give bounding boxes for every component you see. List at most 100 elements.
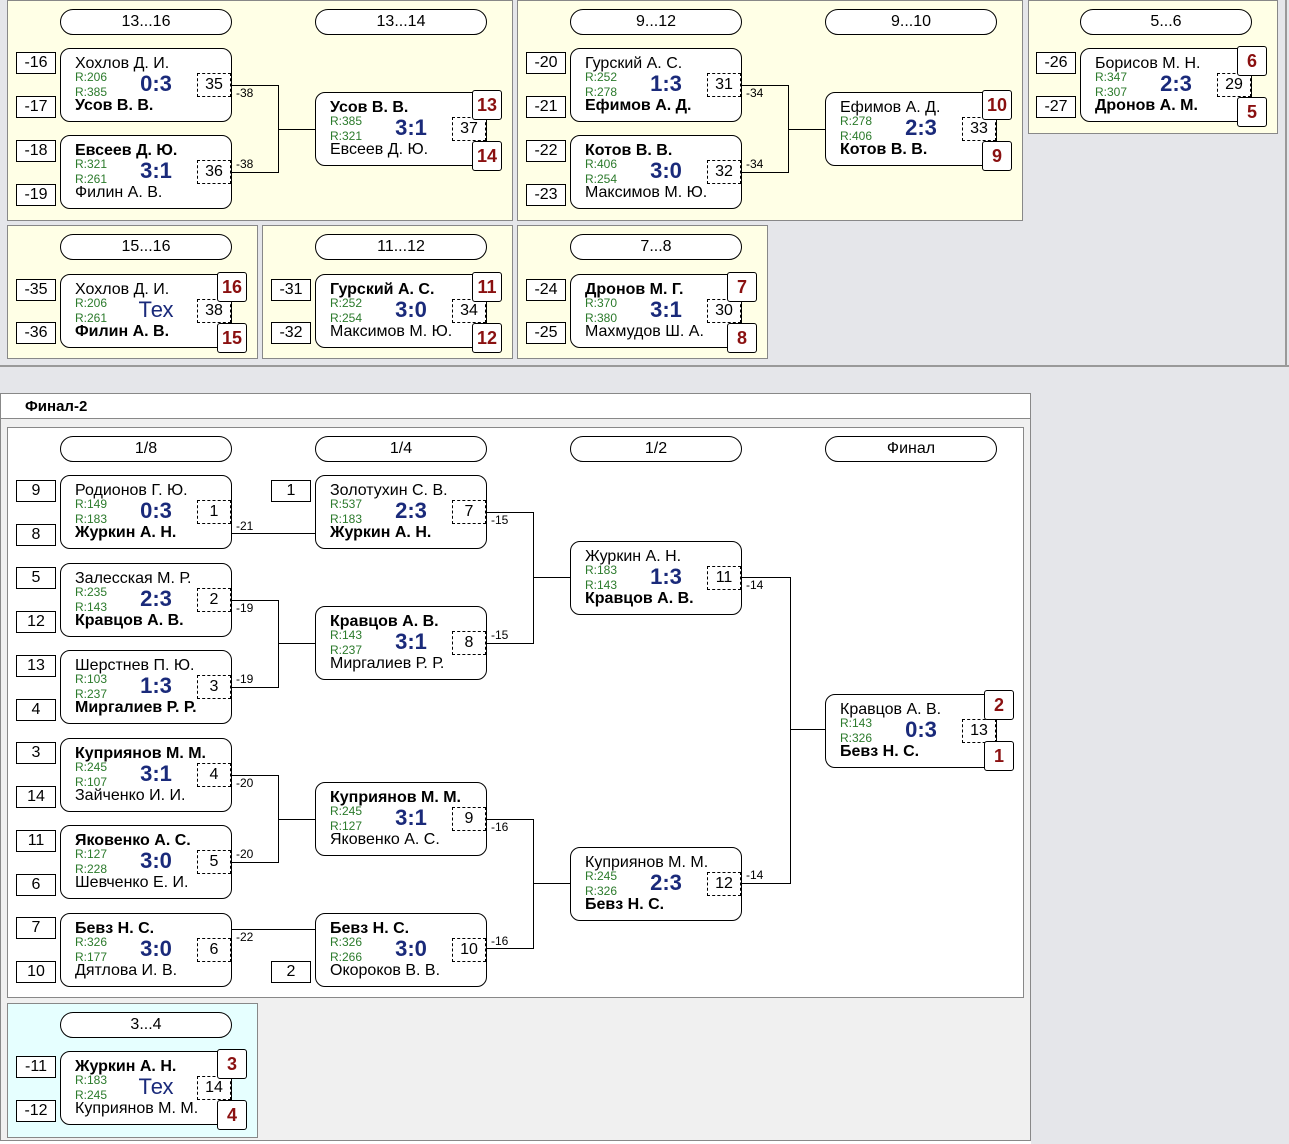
match-card[interactable]: Бевз Н. С. R:326 R:177 3:0 6 Дятлова И. … <box>60 913 232 987</box>
match-score: 3:1 <box>395 629 427 654</box>
match-card[interactable]: Золотухин С. В. R:537 R:183 2:3 7 Журкин… <box>315 475 487 549</box>
player-name: Филин А. В. <box>75 184 163 201</box>
player-rating: R:254 <box>585 172 618 186</box>
winner-name: Кравцов А. В. <box>75 612 184 629</box>
match-score: 2:3 <box>140 586 172 611</box>
match-card[interactable]: Гурский А. С. R:252 R:254 3:0 34 Максимо… <box>315 274 487 348</box>
match-card[interactable]: Кравцов А. В. R:143 R:326 0:3 13 Бевз Н.… <box>825 694 997 768</box>
match-number: 6 <box>197 938 231 962</box>
bottom-strip <box>0 1140 1031 1144</box>
player-rating: R:307 <box>1095 85 1128 99</box>
match-card[interactable]: Борисов М. Н. R:347 R:307 2:3 29 Дронов … <box>1080 48 1252 122</box>
player-rating: R:266 <box>330 950 363 964</box>
match-card[interactable]: Усов В. В. R:385 R:321 3:1 37 Евсеев Д. … <box>315 92 487 166</box>
match-card[interactable]: Журкин А. Н. R:183 R:143 1:3 11 Кравцов … <box>570 541 742 615</box>
feed-label: -14 <box>746 868 764 882</box>
match-card[interactable]: Куприянов М. М. R:245 R:127 3:1 9 Яковен… <box>315 782 487 856</box>
player-rating: R:235 <box>75 585 108 599</box>
match-card[interactable]: Залесская М. Р. R:235 R:143 2:3 2 Кравцо… <box>60 563 232 637</box>
match-number: 31 <box>707 73 741 97</box>
player-rating: R:237 <box>330 643 363 657</box>
player-name: Яковенко А. С. <box>330 831 440 848</box>
match-card[interactable]: Евсеев Д. Ю. R:321 R:261 3:1 36 Филин А.… <box>60 135 232 209</box>
winner-name: Котов В. В. <box>840 141 928 158</box>
player-rating: R:252 <box>330 296 363 310</box>
match-card[interactable]: Куприянов М. М. R:245 R:326 2:3 12 Бевз … <box>570 847 742 921</box>
player-name: Журкин А. Н. <box>585 548 682 565</box>
player-name: Хохлов Д. И. <box>75 55 170 72</box>
match-number: 7 <box>452 500 486 524</box>
match-card[interactable]: Ефимов А. Д. R:278 R:406 2:3 33 Котов В.… <box>825 92 997 166</box>
match-card[interactable]: Яковенко А. С. R:127 R:228 3:0 5 Шевченк… <box>60 825 232 899</box>
player-rating: R:537 <box>330 497 363 511</box>
match-card[interactable]: Шерстнев П. Ю. R:103 R:237 1:3 3 Миргали… <box>60 650 232 724</box>
match-card[interactable]: Хохлов Д. И. R:206 R:261 Тех 38 Филин А.… <box>60 274 232 348</box>
seed-box: -17 <box>16 96 56 118</box>
player-name: Гурский А. С. <box>585 55 683 72</box>
winner-name: Куприянов М. М. <box>75 745 206 762</box>
player-name: Максимов М. Ю. <box>330 323 453 340</box>
match-card[interactable]: Бевз Н. С. R:326 R:266 3:0 10 Окороков В… <box>315 913 487 987</box>
bracket-connector <box>742 883 790 884</box>
player-rating: R:385 <box>330 114 363 128</box>
winner-name: Ефимов А. Д. <box>585 97 692 114</box>
winner-name: Журкин А. Н. <box>75 524 177 541</box>
winner-name: Дронов А. М. <box>1095 97 1198 114</box>
match-card[interactable]: Гурский А. С. R:252 R:278 1:3 31 Ефимов … <box>570 48 742 122</box>
place-badge: 9 <box>982 141 1012 171</box>
match-score: 3:0 <box>140 848 172 873</box>
player-name: Золотухин С. В. <box>330 482 448 499</box>
player-name: Миргалиев Р. Р. <box>330 655 445 672</box>
player-rating: R:143 <box>840 716 873 730</box>
bracket-connector <box>790 577 791 884</box>
match-card[interactable]: Родионов Г. Ю. R:149 R:183 0:3 1 Журкин … <box>60 475 232 549</box>
match-card[interactable]: Журкин А. Н. R:183 R:245 Тех 14 Куприяно… <box>60 1051 232 1125</box>
bracket-connector <box>533 883 570 884</box>
player-rating: R:245 <box>75 1088 108 1102</box>
match-card[interactable]: Хохлов Д. И. R:206 R:385 0:3 35 Усов В. … <box>60 48 232 122</box>
player-rating: R:254 <box>330 311 363 325</box>
player-rating: R:127 <box>330 819 363 833</box>
match-number: 1 <box>197 500 231 524</box>
player-rating: R:326 <box>585 884 618 898</box>
match-number: 36 <box>197 160 231 184</box>
bracket-connector <box>487 512 533 513</box>
feed-label: -19 <box>236 672 254 686</box>
seed-box: -36 <box>16 322 56 344</box>
feed-label: -15 <box>491 628 509 642</box>
match-score: 3:0 <box>395 936 427 961</box>
match-score: 3:1 <box>650 297 682 322</box>
match-number: 32 <box>707 160 741 184</box>
player-rating: R:278 <box>585 85 618 99</box>
match-card[interactable]: Дронов М. Г. R:370 R:380 3:1 30 Махмудов… <box>570 274 742 348</box>
player-rating: R:228 <box>75 862 108 876</box>
seed-box: 2 <box>271 961 311 983</box>
player-rating: R:326 <box>330 935 363 949</box>
player-name: Шерстнев П. Ю. <box>75 657 195 674</box>
place-badge: 1 <box>984 741 1014 771</box>
section-tab[interactable]: Финал-2 <box>0 393 1031 419</box>
match-score: 2:3 <box>905 115 937 140</box>
round-header-5-6: 5...6 <box>1080 9 1252 35</box>
panel-area-right-border <box>1285 0 1287 367</box>
match-score: 3:1 <box>140 158 172 183</box>
match-score: 3:0 <box>140 936 172 961</box>
match-number: 5 <box>197 850 231 874</box>
match-card[interactable]: Котов В. В. R:406 R:254 3:0 32 Максимов … <box>570 135 742 209</box>
match-score: 0:3 <box>140 71 172 96</box>
bracket-connector <box>232 85 278 86</box>
player-name: Максимов М. Ю. <box>585 184 708 201</box>
winner-name: Журкин А. Н. <box>75 1058 177 1075</box>
seed-box: -21 <box>526 96 566 118</box>
match-score: 0:3 <box>905 717 937 742</box>
bracket-connector <box>278 643 315 644</box>
bracket-connector <box>232 533 315 534</box>
player-name: Кравцов А. В. <box>840 701 942 718</box>
match-card[interactable]: Кравцов А. В. R:143 R:237 3:1 8 Миргалие… <box>315 606 487 680</box>
player-rating: R:245 <box>75 760 108 774</box>
match-card[interactable]: Куприянов М. М. R:245 R:107 3:1 4 Зайчен… <box>60 738 232 812</box>
player-rating: R:183 <box>585 563 618 577</box>
bracket-connector <box>742 172 788 173</box>
place-badge: 2 <box>984 690 1014 720</box>
panel-area-border <box>0 365 1289 367</box>
